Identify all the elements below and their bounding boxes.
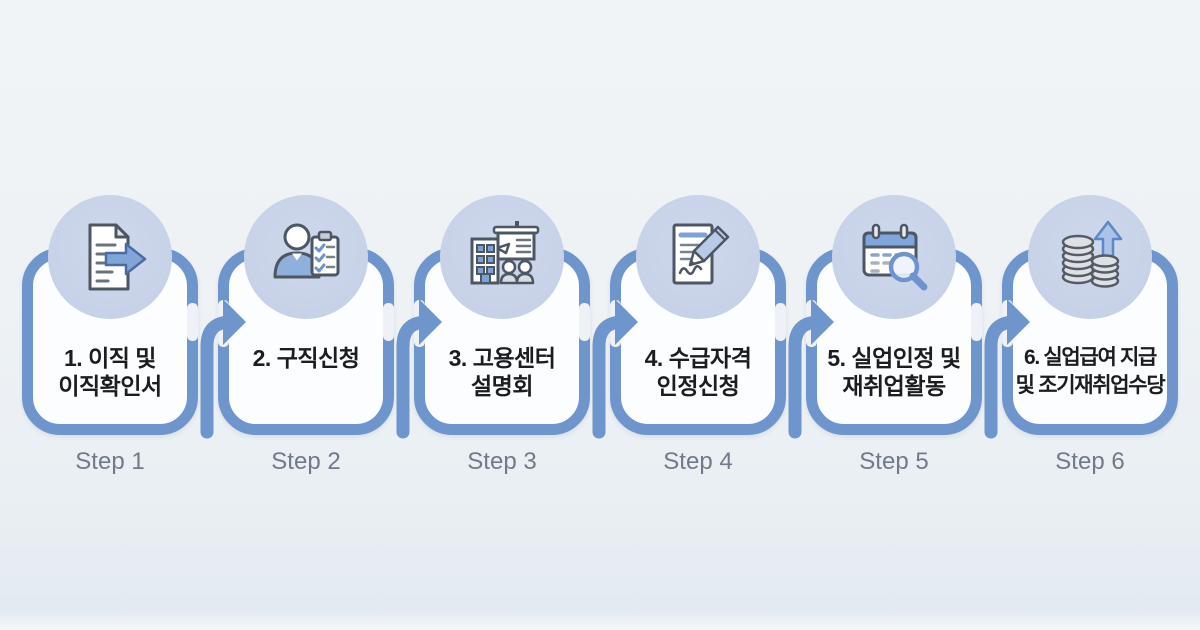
step-label: Step 5 [859,448,929,475]
step-label: Step 3 [467,448,537,475]
step-label: Step 4 [663,448,733,475]
flow-arrow [775,299,834,439]
step-label: Step 2 [271,448,341,475]
step-label: Step 6 [1055,448,1125,475]
step-icon-circle [832,195,956,319]
flow-arrow [579,299,638,439]
document-pen-icon [656,215,740,299]
step-icon-circle [244,195,368,319]
document-out-arrow-icon [68,215,152,299]
flow-arrow [971,299,1030,439]
step-label: Step 1 [75,448,145,475]
card-title: 2. 구직신청 [252,345,360,371]
coins-up-arrow-icon [1048,215,1132,299]
step-icon-circle [1028,195,1152,319]
calendar-magnifier-icon [852,215,936,299]
step-icon-circle [636,195,760,319]
step-icon-circle [48,195,172,319]
building-presentation-icon [460,215,544,299]
flow-arrow [383,299,442,439]
step-icon-circle [440,195,564,319]
person-clipboard-icon [264,215,348,299]
flow-arrow [187,299,246,439]
